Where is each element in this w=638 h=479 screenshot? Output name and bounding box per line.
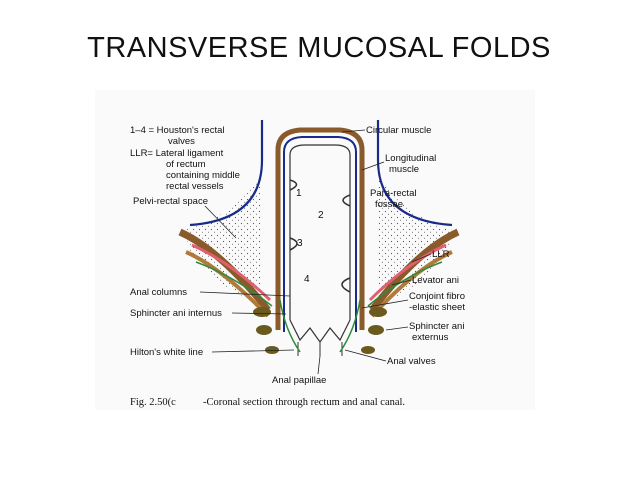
longitudinal-muscle-wall bbox=[275, 127, 365, 330]
leader-pelvi-rectal-space bbox=[204, 205, 237, 239]
peritoneum-right bbox=[376, 120, 453, 227]
label-pelvi-rectal-space: Pelvi-rectal space bbox=[133, 196, 208, 207]
leader-hiltons-white-line bbox=[211, 349, 295, 353]
label-sphincter-externus-2: externus bbox=[412, 332, 449, 343]
scan-background bbox=[95, 90, 535, 410]
leader-longitudinal-muscle bbox=[361, 161, 385, 171]
slide-title: TRANSVERSE MUCOSAL FOLDS bbox=[87, 32, 551, 64]
key-line-3: LLR= Lateral ligament bbox=[130, 148, 224, 159]
figure-caption: -Coronal section through rectum and anal… bbox=[203, 397, 405, 408]
leader-circular-muscle bbox=[341, 129, 366, 133]
sphincter-externus-left bbox=[253, 307, 279, 354]
houston-valve-3-fold bbox=[289, 237, 298, 251]
label-conjoint-1: Conjoint fibro bbox=[409, 291, 465, 302]
label-sphincter-internus: Sphincter ani internus bbox=[130, 308, 222, 319]
label-anal-valves: Anal valves bbox=[387, 356, 436, 367]
key-line-5: containing middle bbox=[166, 170, 240, 181]
leader-anal-columns bbox=[199, 291, 291, 297]
sphincter-externus-right bbox=[361, 307, 387, 354]
houston-valve-2-fold bbox=[342, 194, 351, 207]
key-line-1: 1–4 = Houston's rectal bbox=[130, 125, 225, 136]
key-line-2: valves bbox=[168, 136, 195, 147]
leader-levator-ani bbox=[391, 279, 412, 286]
leader-anal-valves bbox=[344, 349, 387, 362]
houston-valve-1-fold bbox=[289, 179, 298, 191]
label-sphincter-externus-1: Sphincter ani bbox=[409, 321, 464, 332]
label-conjoint-2: -elastic sheet bbox=[409, 302, 465, 313]
sphincter-internus-right bbox=[339, 299, 361, 353]
leader-llr bbox=[411, 253, 432, 263]
label-anal-columns: Anal columns bbox=[130, 287, 187, 298]
label-levator-ani: Levator ani bbox=[412, 275, 459, 286]
key-line-6: rectal vessels bbox=[166, 181, 224, 192]
levator-ani-left bbox=[178, 228, 273, 318]
label-longitudinal-muscle-2: muscle bbox=[389, 164, 419, 175]
label-longitudinal-muscle-1: Longitudinal bbox=[385, 153, 436, 164]
valve-number-3: 3 bbox=[297, 238, 303, 249]
sphincter-internus-left bbox=[279, 299, 301, 353]
figure-number: Fig. 2.50(c bbox=[130, 397, 176, 408]
rectal-lumen-wall bbox=[289, 144, 351, 320]
levator-ani-right bbox=[367, 228, 460, 318]
peritoneum-left bbox=[189, 120, 264, 227]
leader-conjoint bbox=[361, 299, 409, 309]
label-para-rectal-1: Para-rectal bbox=[370, 188, 416, 199]
valve-number-1: 1 bbox=[296, 188, 302, 199]
label-circular-muscle: Circular muscle bbox=[366, 125, 431, 136]
key-line-4: of rectum bbox=[166, 159, 206, 170]
leader-anal-papillae bbox=[317, 355, 321, 375]
leader-sphincter-externus bbox=[385, 326, 409, 331]
label-hiltons-white-line: Hilton's white line bbox=[130, 347, 203, 358]
leader-sphincter-internus bbox=[231, 312, 287, 315]
label-llr: LLR bbox=[432, 249, 450, 260]
valve-number-4: 4 bbox=[304, 274, 310, 285]
label-anal-papillae: Anal papillae bbox=[272, 375, 326, 386]
label-para-rectal-2: fossae bbox=[375, 199, 403, 210]
circular-muscle-wall bbox=[283, 136, 357, 332]
valve-number-2: 2 bbox=[318, 210, 324, 221]
houston-valve-4-fold bbox=[341, 277, 351, 293]
